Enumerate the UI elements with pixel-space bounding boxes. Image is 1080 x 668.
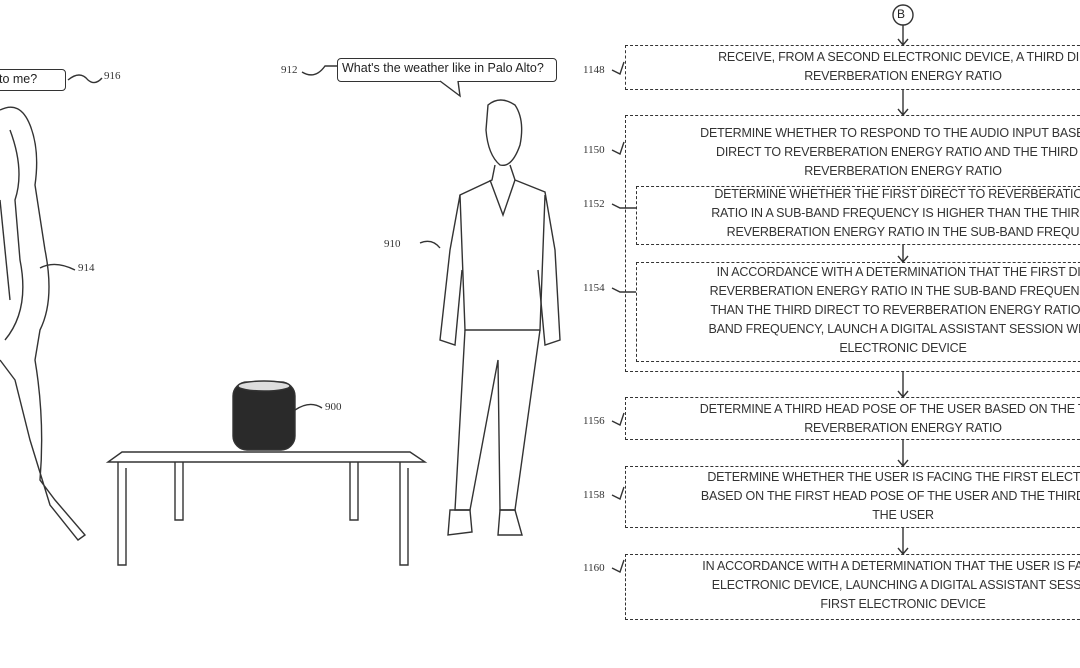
step-text: DETERMINE WHETHER TO RESPOND TO THE AUDI… bbox=[700, 126, 1080, 140]
step-text: DETERMINE A THIRD HEAD POSE OF THE USER … bbox=[699, 402, 1080, 416]
ref-1154: 1154 bbox=[583, 282, 605, 294]
ref-1148: 1148 bbox=[583, 64, 605, 76]
table-drawing bbox=[105, 451, 428, 566]
step-text: THAN THE THIRD DIRECT TO REVERBERATION E… bbox=[710, 303, 1080, 317]
step-1156-box bbox=[625, 397, 1080, 440]
step-text: IN ACCORDANCE WITH A DETERMINATION THAT … bbox=[702, 559, 1080, 573]
step-text: BAND FREQUENCY, LAUNCH A DIGITAL ASSISTA… bbox=[708, 322, 1080, 336]
step-text: REVERBERATION ENERGY RATIO IN THE SUB-BA… bbox=[726, 225, 1080, 239]
step-1160-box bbox=[625, 554, 1080, 620]
step-text: REVERBERATION ENERGY RATIO bbox=[804, 421, 1002, 435]
ref-1160: 1160 bbox=[583, 562, 605, 574]
speech-bubble-left: to me? bbox=[0, 69, 66, 91]
speech-bubble-right: What's the weather like in Palo Alto? bbox=[337, 58, 557, 82]
step-text: REVERBERATION ENERGY RATIO IN THE SUB-BA… bbox=[709, 284, 1080, 298]
step-text: DETERMINE WHETHER THE FIRST DIRECT TO RE… bbox=[714, 187, 1080, 201]
step-text: THE USER bbox=[872, 508, 934, 522]
step-1150-box bbox=[625, 115, 1080, 372]
ref-1150: 1150 bbox=[583, 144, 605, 156]
step-text: FIRST ELECTRONIC DEVICE bbox=[820, 597, 986, 611]
ref-912: 912 bbox=[281, 64, 298, 76]
ref-916: 916 bbox=[104, 70, 121, 82]
ref-1158: 1158 bbox=[583, 489, 605, 501]
step-text: DETERMINE WHETHER THE USER IS FACING THE… bbox=[707, 470, 1080, 484]
step-1148-box bbox=[625, 45, 1080, 90]
step-text: RECEIVE, FROM A SECOND ELECTRONIC DEVICE… bbox=[718, 50, 1080, 64]
ref-1156: 1156 bbox=[583, 415, 605, 427]
ref-1152: 1152 bbox=[583, 198, 605, 210]
ref-914: 914 bbox=[78, 262, 95, 274]
smart-speaker-drawing bbox=[232, 380, 296, 451]
person-left-drawing bbox=[0, 106, 87, 541]
step-1152-box bbox=[636, 186, 1080, 245]
step-1154-box bbox=[636, 262, 1080, 362]
step-text: RATIO IN A SUB-BAND FREQUENCY IS HIGHER … bbox=[711, 206, 1080, 220]
person-right-drawing bbox=[439, 99, 561, 536]
step-text: BASED ON THE FIRST HEAD POSE OF THE USER… bbox=[700, 489, 1080, 503]
ref-900: 900 bbox=[325, 401, 342, 413]
ref-910: 910 bbox=[384, 238, 401, 250]
step-text: IN ACCORDANCE WITH A DETERMINATION THAT … bbox=[716, 265, 1080, 279]
flow-arrows bbox=[897, 25, 909, 556]
step-text: ELECTRONIC DEVICE, LAUNCHING A DIGITAL A… bbox=[711, 578, 1080, 592]
step-text: DIRECT TO REVERBERATION ENERGY RATIO AND… bbox=[716, 145, 1080, 159]
step-1158-box bbox=[625, 466, 1080, 528]
step-text: ELECTRONIC DEVICE bbox=[839, 341, 967, 355]
step-text: REVERBERATION ENERGY RATIO bbox=[804, 69, 1002, 83]
step-text: REVERBERATION ENERGY RATIO bbox=[804, 164, 1002, 178]
connector-label: B bbox=[897, 7, 906, 21]
